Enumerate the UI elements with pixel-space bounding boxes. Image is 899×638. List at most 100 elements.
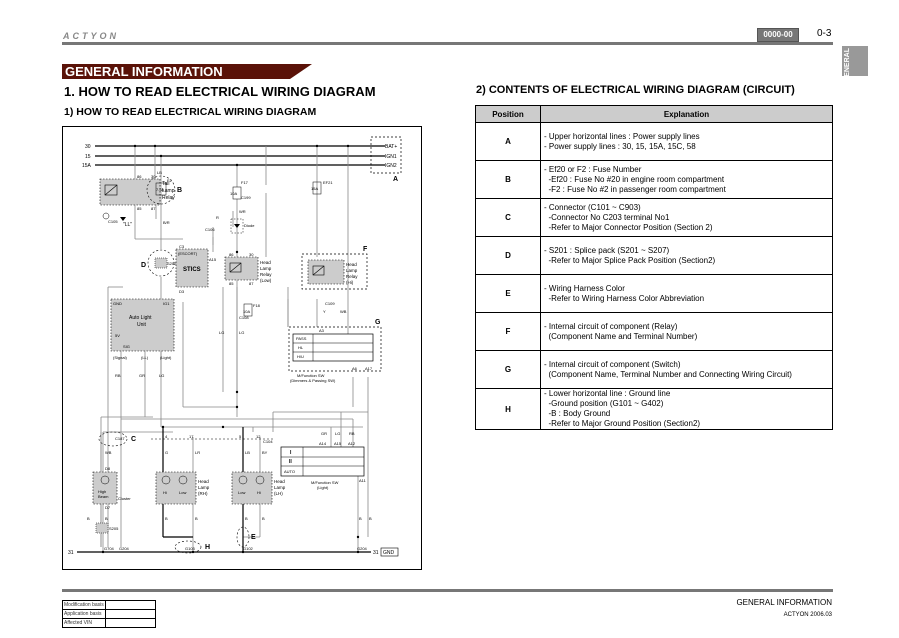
connector-icon — [102, 212, 110, 220]
relay-label: Lamp — [260, 266, 272, 271]
code-badge: 0000-00 — [757, 28, 799, 42]
cluster-pin: D7 — [105, 505, 111, 510]
wire-color: B — [87, 516, 90, 521]
switch-name: M/Function SW — [311, 480, 339, 485]
page-number: 0-3 — [817, 28, 832, 39]
connector-label: C105 — [108, 219, 118, 224]
ground-arrow-icon — [120, 217, 126, 221]
power-line-label: 15A — [82, 163, 92, 169]
fuse-icon — [155, 182, 167, 196]
mf-light-switch — [280, 446, 365, 477]
unit-output: (Light) — [160, 355, 172, 360]
side-tab[interactable]: GENERAL — [842, 46, 868, 82]
lamp-name: Head — [198, 479, 209, 484]
wiring-diagram: 30 15 15A BAT+ IGN1 IGN2 A — [62, 126, 422, 570]
diode-label: Diode — [244, 223, 255, 228]
relay-pin: 85 — [229, 281, 234, 286]
column-header-explanation: Explanation — [540, 105, 833, 123]
switch-row: H/U — [297, 354, 304, 359]
explanation-cell: - Wiring Harness Color -Refer to Wiring … — [540, 274, 833, 313]
unit-pin: 5V — [115, 333, 120, 338]
cluster-pin: D8 — [105, 466, 111, 471]
switch-name: (Light) — [317, 485, 329, 490]
unit-output: (Signal) — [113, 355, 127, 360]
explanation-line: -Connector No C203 terminal No1 — [544, 212, 670, 222]
table-row: G- Internal circuit of component (Switch… — [475, 350, 833, 389]
connector-label: C199 — [241, 195, 251, 200]
relay-label: Relay — [346, 274, 358, 279]
footer-edition: ACTYON 2006.03 — [783, 612, 832, 618]
unit-pin: SIG — [123, 344, 130, 349]
explanation-line: - Upper horizontal lines : Power supply … — [544, 131, 700, 141]
unit-label: Auto Light — [129, 315, 152, 321]
callout-g: G — [375, 319, 381, 326]
footer-section: GENERAL INFORMATION — [736, 598, 832, 607]
relay-label: Lamp — [346, 268, 358, 273]
relay-pin: 30 — [151, 174, 156, 179]
relay-pin: 87 — [151, 206, 156, 211]
fuse-icon — [243, 303, 253, 317]
wire-color: B — [359, 516, 362, 521]
cluster-label: Cluster — [118, 496, 131, 501]
fuse-pin-label: LB — [157, 170, 162, 175]
lamp-icon — [161, 475, 171, 485]
callout-a: A — [393, 176, 398, 183]
wire-color: WB — [105, 450, 112, 455]
fuse-label: EF21 — [323, 180, 333, 185]
relay-pin: 85 — [137, 206, 142, 211]
switch-row: II — [289, 459, 292, 465]
ground-label: G103 — [185, 546, 196, 551]
explanation-line: -F2 : Fuse No #2 in passenger room compa… — [544, 184, 726, 194]
position-cell: B — [475, 160, 541, 199]
wire-color: B — [195, 516, 198, 521]
basis-value — [105, 618, 156, 628]
wire-color: LR — [195, 450, 200, 455]
wire-color: B — [369, 516, 372, 521]
callout-h: H — [205, 544, 210, 551]
lamp-icon — [238, 475, 248, 485]
connector-label: C108 — [239, 315, 249, 320]
explanation-line: -Ground position (G101 ~ G402) — [544, 399, 664, 408]
bottom-rule — [62, 589, 833, 592]
cluster-label: Beam — [98, 494, 109, 499]
position-cell: E — [475, 274, 541, 313]
switch-row: AUTO — [284, 469, 295, 474]
gnd-box — [380, 547, 399, 557]
wire-color: LG — [239, 330, 244, 335]
switch-pin: A3 — [319, 328, 325, 333]
diode-icon — [234, 224, 240, 228]
connector-pin: 12 — [256, 434, 261, 439]
power-label: IGN1 — [385, 154, 397, 160]
explanation-line: -Refer to Major Ground Position (Section… — [544, 419, 701, 428]
position-cell: F — [475, 312, 541, 351]
callout-c-ellipse — [98, 431, 128, 447]
head-lamp-lh — [231, 471, 273, 505]
explanation-line: -Refer to Major Connector Position (Sect… — [544, 222, 713, 232]
lamp-label: Hi — [257, 490, 261, 495]
unit-pin: GND — [113, 301, 122, 306]
basis-row: Modification basis — [62, 600, 156, 610]
side-tab-label: GENERAL — [844, 48, 851, 83]
table-body: A- Upper horizontal lines : Power supply… — [475, 122, 833, 430]
table-row: F- Internal circuit of component (Relay)… — [475, 312, 833, 351]
lamp-label: Low — [179, 490, 186, 495]
relay-pin: 87 — [249, 281, 254, 286]
relay-label: (Hi) — [346, 280, 354, 285]
lamp-label: Low — [238, 490, 245, 495]
basis-value — [105, 609, 156, 619]
splice-label: S202 — [167, 261, 177, 266]
power-source-box — [370, 136, 402, 174]
switch-pin: A15 — [334, 441, 342, 446]
ground-label: G204 — [357, 546, 368, 551]
explanation-cell: - Upper horizontal lines : Power supply … — [540, 122, 833, 161]
explanation-line: - Internal circuit of component (Relay) — [544, 321, 678, 331]
diode-box — [230, 218, 244, 234]
fuse-label: F17 — [241, 180, 249, 185]
wire-color: B — [262, 516, 265, 521]
explanation-cell: - Internal circuit of component (Relay) … — [540, 312, 833, 351]
switch-pin: A12 — [348, 441, 356, 446]
stics-module — [175, 248, 209, 288]
explanation-cell: - Connector (C101 ~ C903) -Connector No … — [540, 198, 833, 237]
power-line-label: 15 — [85, 154, 91, 160]
table-row: H- Lower horizontal line : Ground line -… — [475, 388, 833, 430]
